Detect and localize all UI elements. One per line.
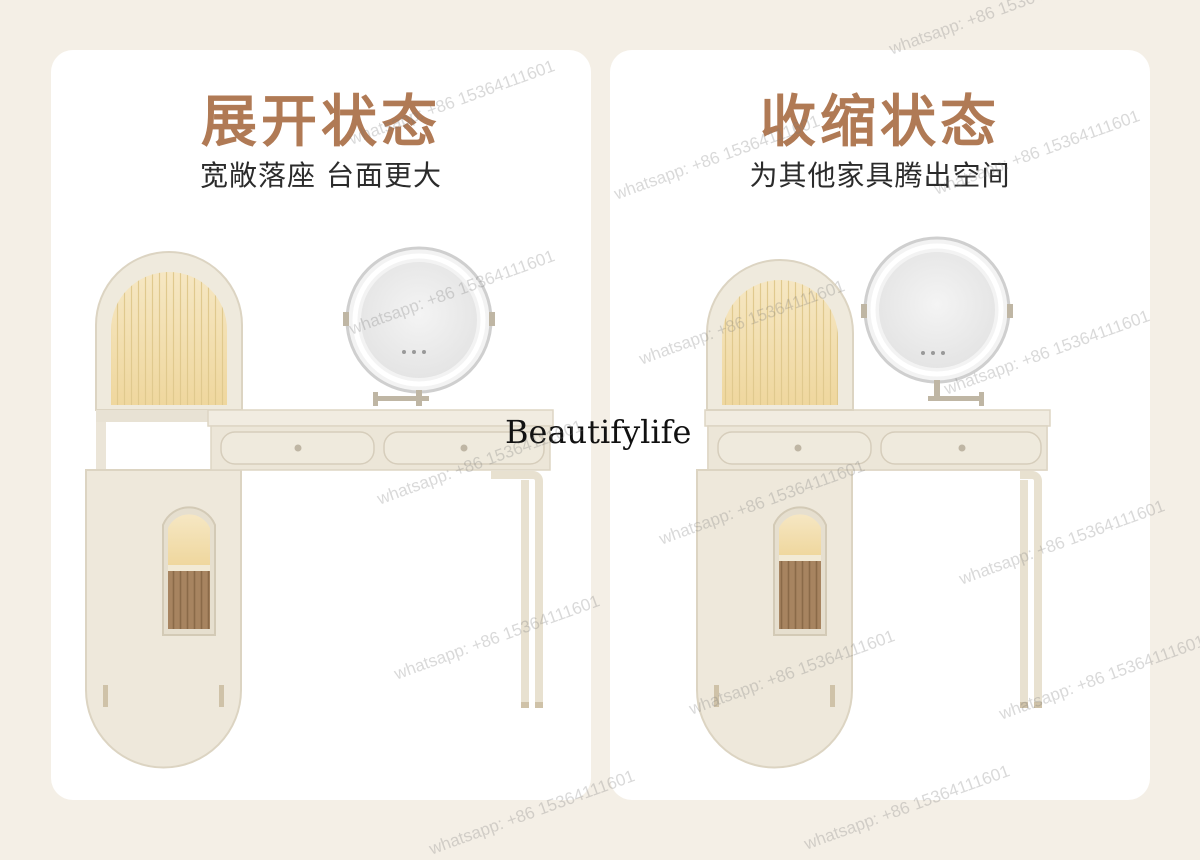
round-mirror bbox=[861, 236, 1013, 406]
panel-title: 展开状态 bbox=[201, 90, 441, 155]
vanity-illustration-expanded bbox=[85, 246, 554, 769]
brand-name: Beautifylife bbox=[505, 413, 692, 451]
desk bbox=[207, 409, 554, 708]
panel-subtitle: 宽敞落座 台面更大 bbox=[200, 159, 442, 192]
lower-cabinet bbox=[85, 469, 242, 769]
round-mirror bbox=[343, 246, 495, 406]
panel-subtitle: 为其他家具腾出空间 bbox=[749, 159, 1011, 192]
panel-title: 收缩状态 bbox=[760, 90, 1000, 155]
vanity-illustration-collapsed bbox=[696, 236, 1051, 769]
desk-drawers bbox=[707, 425, 1048, 471]
lower-cabinet bbox=[696, 469, 853, 769]
arch-cabinet bbox=[95, 251, 243, 470]
arch-cabinet bbox=[706, 259, 854, 411]
panel-expanded: 展开状态 宽敞落座 台面更大 bbox=[51, 50, 591, 800]
panel-collapsed: 收缩状态 为其他家具腾出空间 bbox=[610, 50, 1150, 800]
